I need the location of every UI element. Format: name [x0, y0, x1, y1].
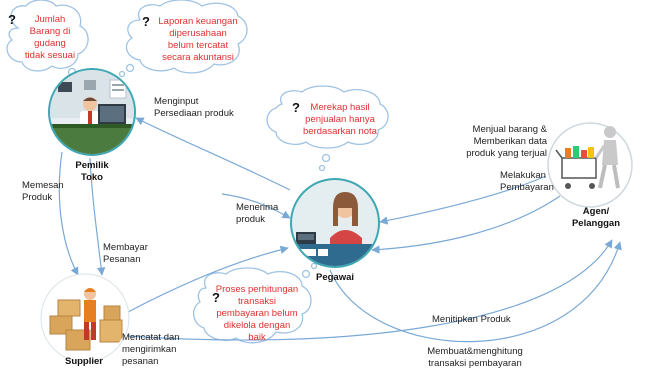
owner-illustration [48, 68, 136, 156]
arrow-order-product [58, 151, 79, 276]
arrow-supplier-to-employee [127, 245, 289, 313]
cloud-text-stock-mismatch: Jumlah Barang di gudang tidak sesuai [24, 14, 76, 61]
cloud-stock-mismatch [6, 0, 89, 82]
arrow-consign-product [127, 239, 613, 341]
flow-label-order-product: Memesan Produk [22, 180, 64, 203]
question-mark-icon: ? [212, 290, 220, 305]
flow-label-sell-give-data: Menjual barang & Memberikan data produk … [466, 124, 547, 159]
arrow-receive-product [221, 193, 291, 219]
cloud-text-sales-recap: Merekap hasil penjualan hanya berdasarka… [303, 102, 377, 137]
arrow-pay-order [89, 157, 106, 276]
arrow-make-count-tx [329, 241, 622, 343]
actor-employee-label: Pegawai [315, 272, 355, 283]
employee-illustration [290, 178, 380, 268]
actor-supplier-label: Supplier [64, 356, 103, 367]
cloud-sales-recap [266, 85, 389, 172]
supplier-illustration [40, 273, 130, 363]
flow-label-receive-product: Menerima produk [236, 202, 279, 225]
question-mark-icon: ? [142, 14, 150, 29]
arrow-input-product [135, 117, 291, 191]
question-mark-icon: ? [8, 12, 16, 27]
flow-label-make-payment: Melakukan Pembayaran [500, 170, 554, 193]
arrow-make-payment [371, 195, 561, 254]
flow-label-make-count-tx: Membuat&menghitung transaksi pembayaran [427, 346, 523, 369]
actor-owner-label: Pemilik Toko [75, 160, 109, 183]
cloud-transaction-process [193, 262, 318, 344]
question-mark-icon: ? [292, 100, 300, 115]
flow-arrows [58, 117, 622, 343]
flow-label-record-send: Mencatat dan mengirimkan pesanan [122, 332, 180, 367]
flow-label-input-product: Menginput Persediaan produk [154, 96, 234, 119]
flow-label-pay-order: Membayar Pesanan [103, 242, 148, 265]
flow-label-consign-product: Menitipkan Produk [432, 314, 511, 325]
arrow-sell-give-data [379, 175, 547, 225]
actor-customer-label: Agen/ Pelanggan [571, 206, 621, 229]
cloud-text-finance-report: Laporan keuangan diperusahaan belum terc… [158, 16, 238, 63]
customer-illustration [547, 122, 633, 208]
cloud-text-transaction-process: Proses perhitungan transaksi pembayaran … [215, 284, 299, 343]
cloud-finance-report [118, 0, 248, 78]
